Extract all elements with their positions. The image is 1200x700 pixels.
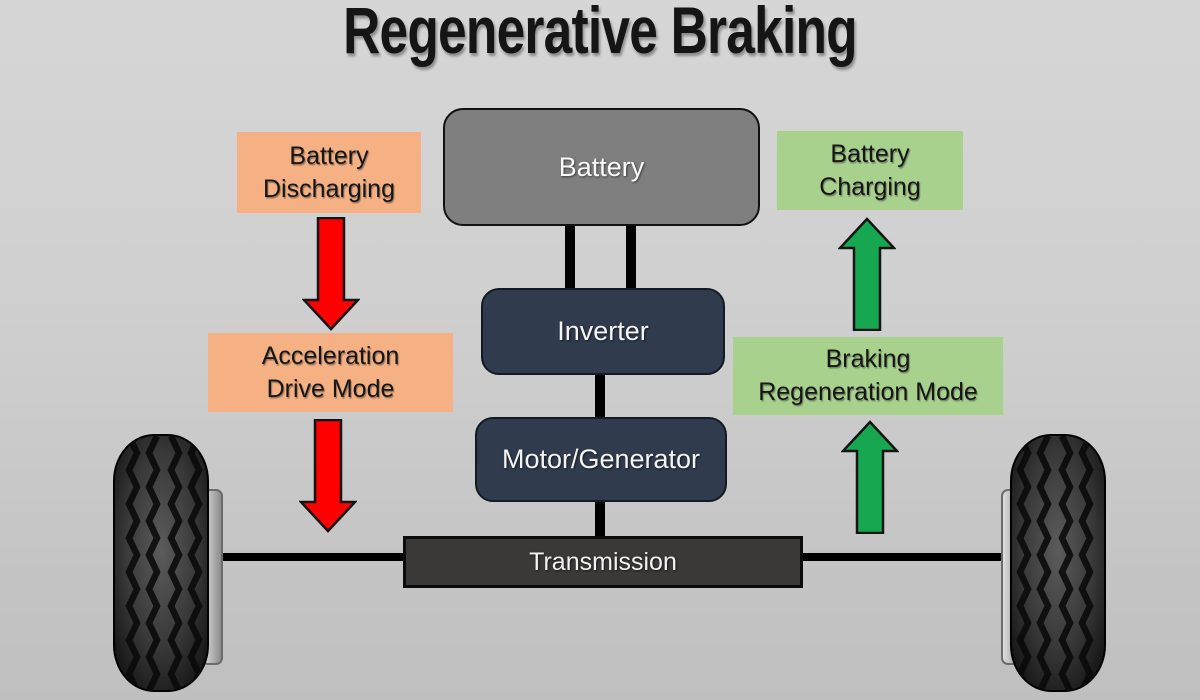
regeneration-arrow-icon — [840, 420, 900, 535]
inverter-box: Inverter — [481, 288, 725, 375]
page-title: Regenerative Braking — [343, 0, 857, 67]
motor-generator-label: Motor/Generator — [501, 444, 701, 474]
battery-charging-line2: Charging — [819, 172, 921, 201]
acceleration-line2: Drive Mode — [266, 374, 395, 403]
connector-inverter-motor — [595, 369, 605, 421]
battery-charge-arrow-icon — [837, 217, 897, 332]
motor-generator-box: Motor/Generator — [475, 417, 727, 502]
battery-charging-box: Battery Charging — [777, 131, 963, 210]
connector-battery-inverter-right — [626, 220, 636, 292]
connector-battery-inverter-left — [565, 220, 575, 292]
inverter-label: Inverter — [557, 316, 649, 346]
connector-motor-transmission — [595, 496, 605, 539]
battery-label: Battery — [558, 151, 645, 182]
battery-box: Battery — [443, 108, 760, 226]
braking-line1: Braking — [825, 345, 911, 373]
battery-discharge-arrow-icon — [301, 216, 361, 331]
battery-charging-line1: Battery — [830, 139, 910, 168]
battery-discharging-line1: Battery — [289, 141, 369, 170]
acceleration-line1: Acceleration — [261, 341, 400, 370]
braking-regeneration-mode-box: Braking Regeneration Mode — [733, 337, 1003, 415]
braking-line2: Regeneration Mode — [758, 378, 978, 406]
transmission-box: Transmission — [403, 536, 803, 588]
battery-discharging-box: Battery Discharging — [237, 132, 421, 213]
battery-discharging-line2: Discharging — [262, 174, 395, 203]
right-wheel — [1010, 434, 1106, 697]
acceleration-drive-mode-box: Acceleration Drive Mode — [208, 333, 453, 412]
transmission-label: Transmission — [529, 547, 677, 576]
drive-mode-arrow-icon — [298, 418, 358, 533]
left-wheel — [113, 434, 209, 697]
